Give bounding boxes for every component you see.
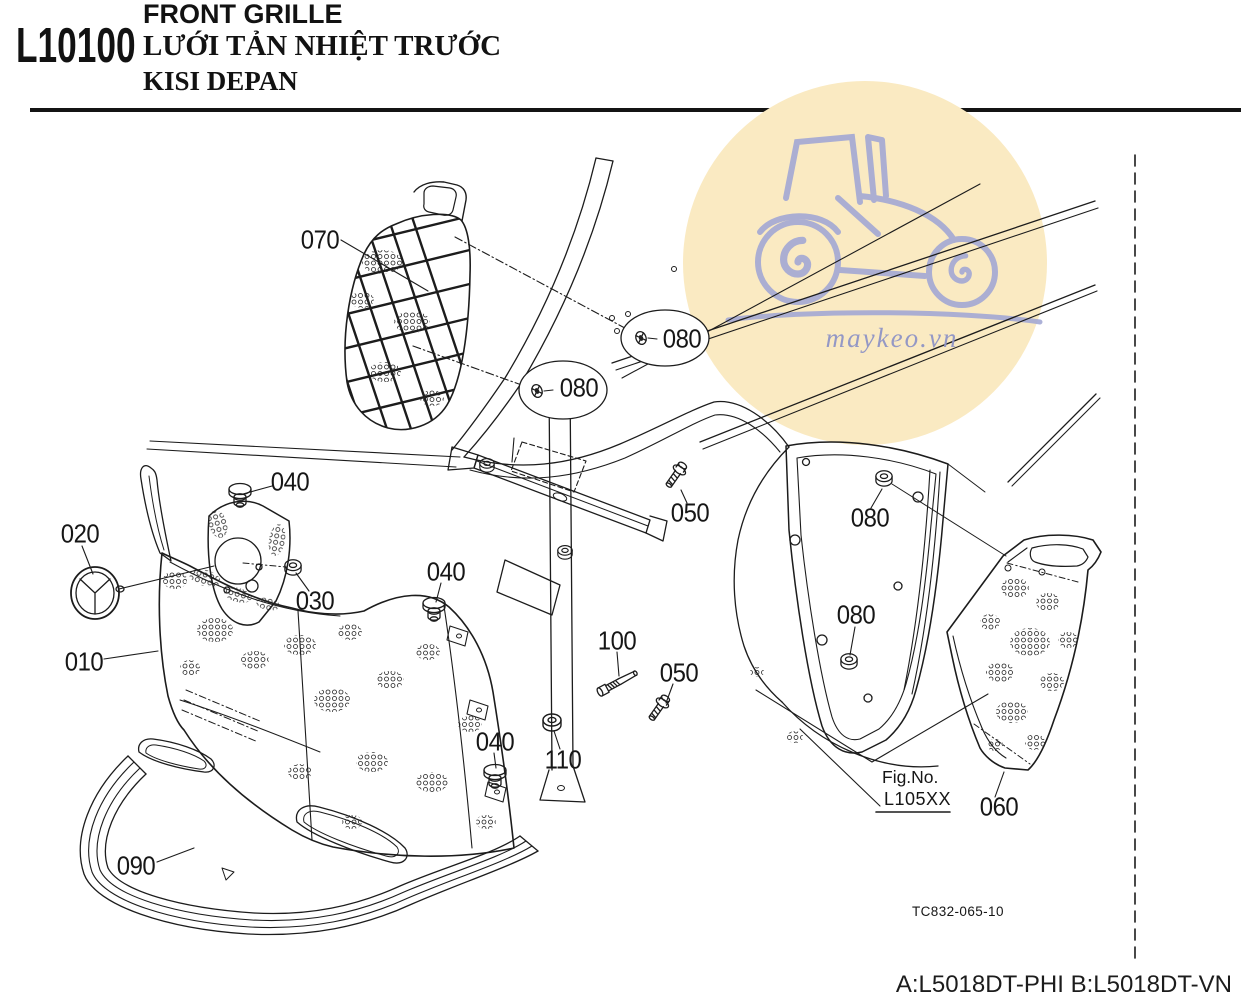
tractor-logo-icon [725, 133, 1043, 325]
callout-060: 060 [979, 791, 1019, 822]
drawing-code: TC832-065-10 [912, 904, 1004, 919]
title-indonesian: KISI DEPAN [143, 66, 298, 96]
header-rule [30, 108, 1241, 112]
callout-010: 010 [64, 646, 104, 677]
callout-040-3: 040 [475, 726, 515, 757]
callout-090: 090 [116, 850, 156, 881]
callout-100: 100 [597, 625, 637, 656]
title-vietnamese: LƯỚI TẢN NHIỆT TRƯỚC [143, 30, 502, 62]
callout-080-3: 080 [850, 502, 890, 533]
callout-080-4: 080 [836, 599, 876, 630]
callout-050-2: 050 [659, 657, 699, 688]
callout-040-1: 040 [270, 466, 310, 497]
front-grille-panel-010 [137, 552, 515, 864]
leader-lines [81, 239, 1005, 863]
callout-balloons [412, 236, 710, 420]
callout-030: 030 [295, 585, 335, 616]
model-applicability: A:L5018DT-PHI B:L5018DT-VN [895, 971, 1232, 997]
fig-note-value: L105XX [884, 789, 952, 809]
callout-070: 070 [300, 224, 340, 255]
watermark-text: maykeo.vn [825, 323, 959, 353]
callout-040-2: 040 [426, 556, 466, 587]
watermark-badge [683, 81, 1047, 445]
callout-080-2: 080 [559, 372, 599, 403]
callout-020: 020 [60, 518, 100, 549]
right-grille-060 [946, 534, 1102, 771]
callout-050-1: 050 [670, 497, 710, 528]
bumper-strip-090 [79, 755, 539, 936]
left-bracket [139, 464, 172, 562]
upper-grille-070 [344, 181, 471, 431]
section-code: L10100 [16, 19, 136, 73]
fig-note-label: Fig.No. [882, 767, 939, 787]
side-panel-l105xx [785, 441, 1007, 754]
callout-080-1: 080 [662, 323, 702, 354]
title-english: FRONT GRILLE [143, 0, 343, 29]
callout-110: 110 [544, 744, 582, 775]
radiator-support-frame [447, 379, 668, 803]
